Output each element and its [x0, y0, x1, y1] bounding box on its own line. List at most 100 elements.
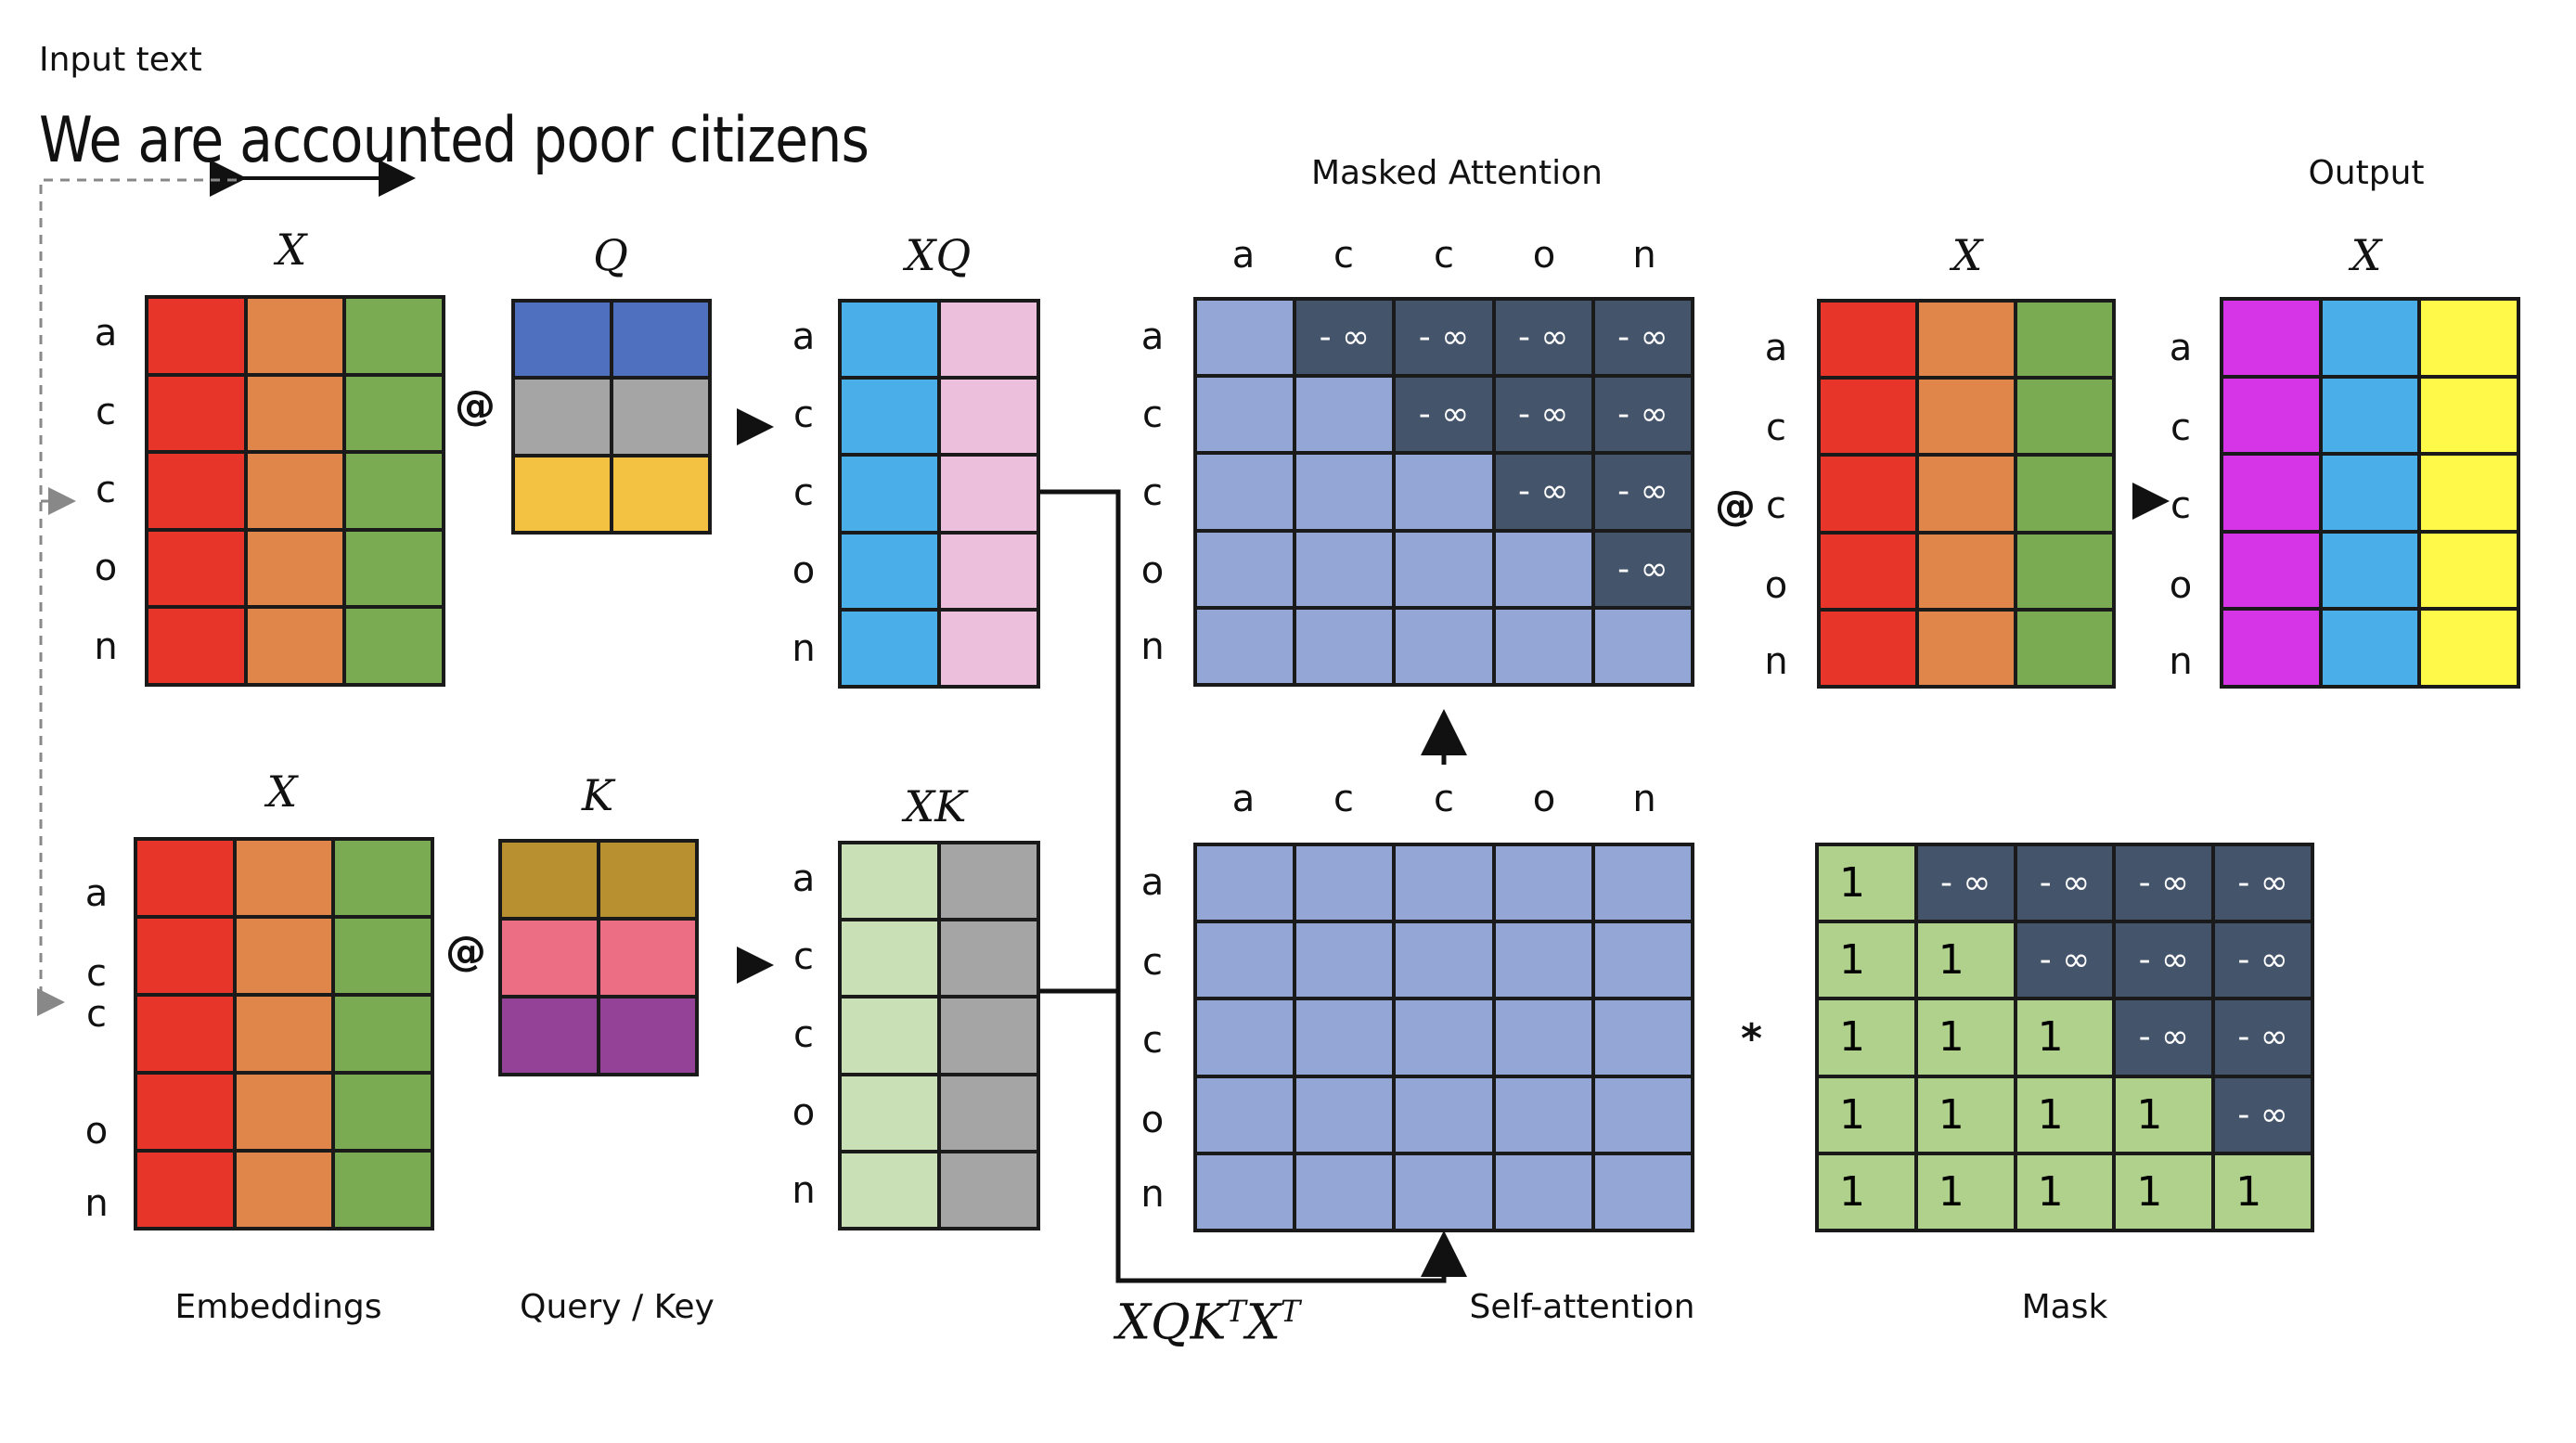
- embedding-matrix-top-cell: [344, 297, 444, 375]
- formula-xqktxt: XQKTXT: [1116, 1294, 1300, 1350]
- embedding-matrix-top-cell: [147, 297, 246, 375]
- embedding-matrix-bottom-cell: [234, 917, 334, 995]
- mask-matrix-cell: - ∞: [2213, 921, 2312, 999]
- caption-embeddings: Embeddings: [174, 1288, 382, 1326]
- embedding-matrix-bottom-cell: [234, 839, 334, 917]
- masked-attention-matrix-cell: - ∞: [1394, 299, 1494, 377]
- output-matrix-cell: [2419, 299, 2518, 377]
- embedding-top-row-label: a: [94, 312, 118, 355]
- matmul-operator-top: @: [455, 382, 496, 430]
- label-x-output: X: [2351, 230, 2382, 280]
- output-row-label: c: [2170, 406, 2191, 449]
- self-attention-col-label: n: [1632, 778, 1656, 820]
- xk-matrix-cell: [840, 843, 939, 921]
- embedding-matrix-top-cell: [245, 374, 345, 453]
- input-label: Input text: [39, 41, 202, 79]
- xk-row-label: c: [793, 1013, 814, 1056]
- masked-attention-matrix-cell: - ∞: [1294, 299, 1395, 377]
- self-attention-matrix-cell: [1195, 844, 1295, 922]
- key-matrix-cell: [599, 841, 697, 919]
- xq-row-label: n: [792, 627, 816, 670]
- embedding-matrix-right-cell: [2016, 301, 2114, 379]
- self-attention-matrix-cell: [1592, 844, 1693, 922]
- self-attention-col-label: c: [1434, 778, 1454, 820]
- self-attention-matrix-cell: [1294, 1153, 1395, 1230]
- key-matrix-cell: [500, 841, 599, 919]
- masked-attention-matrix-cell: [1294, 453, 1395, 531]
- caption-masked-attention: Masked Attention: [1310, 154, 1604, 192]
- xk-matrix: [838, 841, 1040, 1230]
- caption-self-attention: Self-attention: [1469, 1288, 1695, 1326]
- embedding-matrix-right-cell: [1819, 455, 1917, 533]
- embedding-top-row-label: c: [96, 390, 116, 433]
- xq-row-label: c: [793, 393, 814, 436]
- formula-sup1: T: [1226, 1294, 1246, 1329]
- output-matrix-cell: [2320, 376, 2420, 455]
- embedding-matrix-top-cell: [344, 529, 444, 608]
- output-matrix: [2220, 297, 2520, 689]
- embedding-matrix-bottom-cell: [234, 1151, 334, 1229]
- self-attention-matrix-cell: [1195, 999, 1295, 1076]
- output-matrix-cell: [2320, 609, 2420, 687]
- xk-matrix-cell: [939, 997, 1038, 1075]
- masked-attention-matrix-cell: [1294, 376, 1395, 454]
- formula-base: XQK: [1116, 1295, 1227, 1351]
- embedding-matrix-bottom-cell: [135, 995, 235, 1073]
- self-attention-matrix-cell: [1195, 1153, 1295, 1230]
- masked-attention-matrix-cell: - ∞: [1493, 299, 1593, 377]
- xk-matrix-cell: [939, 920, 1038, 998]
- label-x-bottom: X: [266, 767, 298, 817]
- embedding-matrix-bottom-cell: [135, 917, 235, 995]
- self-attention-row-label: c: [1142, 941, 1163, 984]
- output-matrix-cell: [2222, 531, 2321, 610]
- masked-attention-matrix-cell: [1195, 376, 1295, 454]
- xq-row-label: c: [793, 471, 814, 514]
- caption-output: Output: [2308, 154, 2425, 192]
- label-k: K: [581, 770, 614, 820]
- embedding-matrix-top-cell: [147, 452, 246, 530]
- self-attention-matrix-cell: [1294, 999, 1395, 1076]
- output-matrix-cell: [2222, 299, 2321, 377]
- self-attention-matrix-cell: [1394, 1153, 1494, 1230]
- query-matrix-cell: [513, 455, 612, 533]
- xk-row-label: n: [792, 1169, 816, 1212]
- masked-attention-row-label: o: [1140, 549, 1165, 592]
- embedding-matrix-top: [145, 295, 445, 687]
- xk-row-label: o: [792, 1091, 816, 1134]
- masked-attention-col-label: n: [1632, 234, 1656, 277]
- xq-matrix-cell: [939, 301, 1038, 379]
- label-xk: XK: [904, 781, 967, 831]
- output-matrix-cell: [2419, 531, 2518, 610]
- embedding-matrix-bottom-cell: [333, 995, 432, 1073]
- embedding-bottom-row-label: c: [86, 993, 107, 1036]
- embedding-matrix-top-cell: [245, 297, 345, 375]
- embedding-matrix-right-cell: [2016, 378, 2114, 456]
- embedding-matrix-bottom-cell: [333, 1151, 432, 1229]
- masked-attention-matrix-cell: [1394, 530, 1494, 608]
- masked-attention-matrix-cell: - ∞: [1592, 453, 1693, 531]
- masked-attention-matrix-cell: - ∞: [1394, 376, 1494, 454]
- embedding-matrix-top-cell: [344, 452, 444, 530]
- self-attention-matrix-cell: [1294, 921, 1395, 999]
- masked-attention-matrix-cell: [1493, 530, 1593, 608]
- xq-matrix-cell: [840, 301, 939, 379]
- xk-matrix-cell: [840, 1151, 939, 1229]
- query-matrix-cell: [513, 378, 612, 456]
- dashed-pointer: [37, 178, 237, 1016]
- query-matrix-cell: [513, 301, 612, 379]
- mask-matrix-cell: 1: [1817, 844, 1916, 922]
- embedding-right-row-label: a: [1764, 327, 1788, 369]
- query-matrix-cell: [612, 455, 710, 533]
- masked-attention-col-label: a: [1231, 234, 1256, 277]
- self-attention-matrix-cell: [1394, 844, 1494, 922]
- mask-matrix-cell: - ∞: [2213, 844, 2312, 922]
- output-matrix-cell: [2320, 454, 2420, 532]
- output-matrix-cell: [2419, 454, 2518, 532]
- output-matrix-cell: [2222, 454, 2321, 532]
- self-attention-matrix-cell: [1493, 1076, 1593, 1153]
- embedding-matrix-right: [1817, 299, 2116, 689]
- mask-matrix-cell: 1: [2015, 1153, 2115, 1230]
- embedding-matrix-bottom-cell: [135, 1151, 235, 1229]
